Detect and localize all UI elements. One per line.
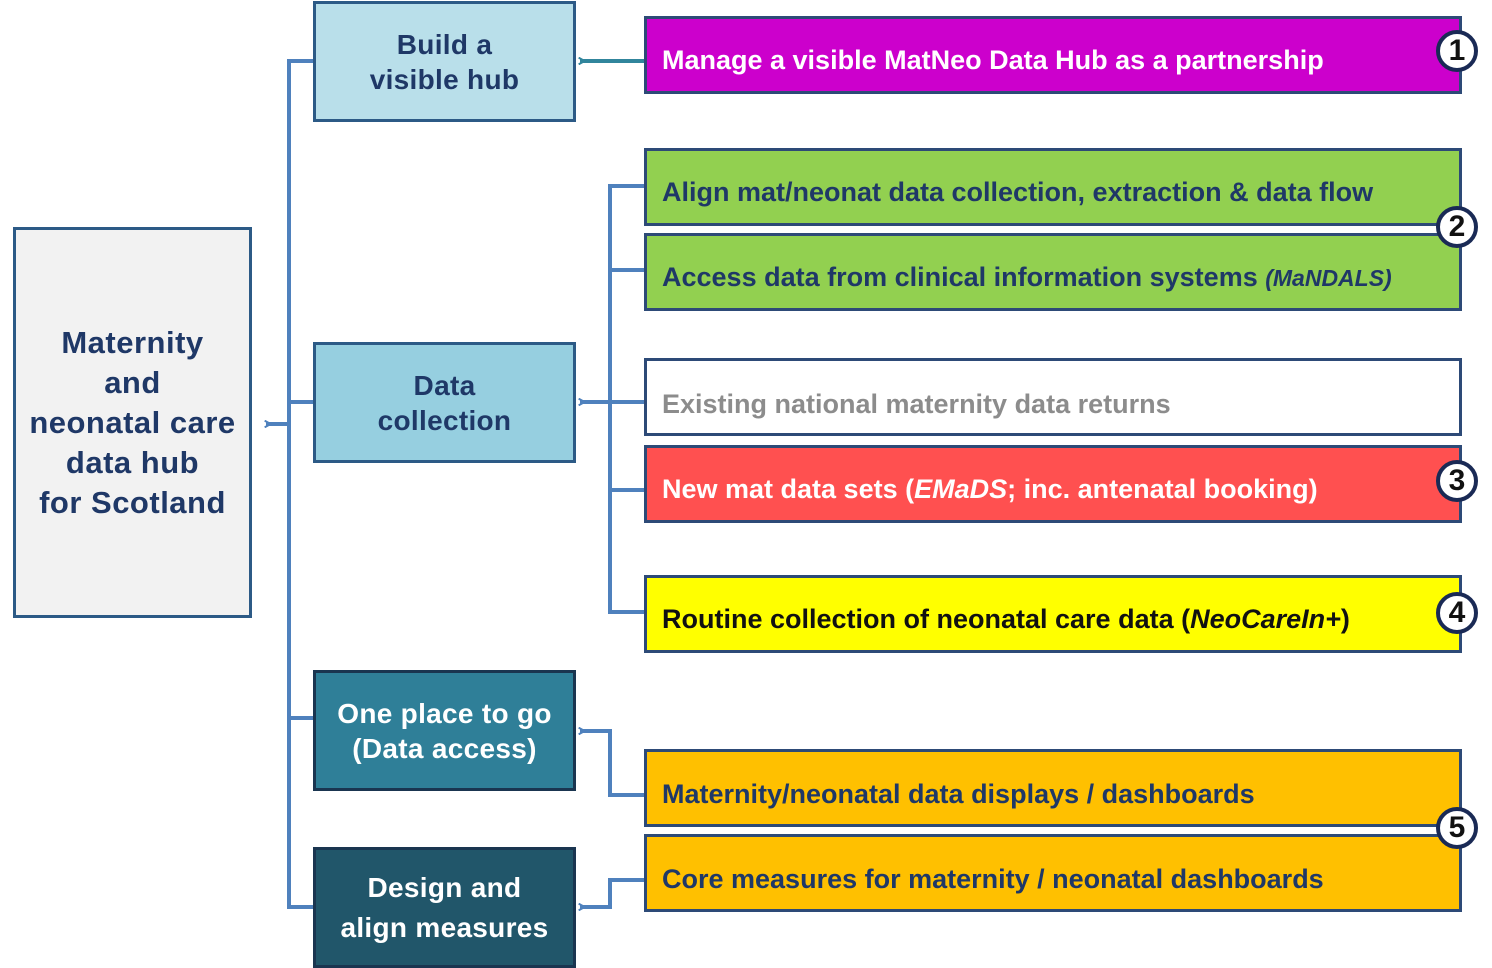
theme-label: One place to go <box>337 697 552 729</box>
theme-label: Data <box>413 369 476 401</box>
badge-5: 5 <box>1436 807 1478 849</box>
workstream-label: Manage a visible MatNeo Data Hub as a pa… <box>662 45 1324 76</box>
theme-design-measures: Design and align measures <box>313 847 576 968</box>
workstream-label-part: Manage a visible MatNeo Data Hub as a pa… <box>662 44 1324 75</box>
badge-3: 3 <box>1436 460 1478 502</box>
arrow-to-access <box>580 731 645 797</box>
workstream-label-part: New mat data sets ( <box>662 473 915 504</box>
theme-label: Design and <box>367 871 522 903</box>
bracket-main <box>287 59 313 909</box>
workstream-label: New mat data sets (EMaDS; inc. antenatal… <box>662 474 1318 505</box>
theme-data-access: One place to go (Data access) <box>313 670 576 791</box>
badge-1: 1 <box>1436 30 1478 72</box>
workstream-label: Access data from clinical information sy… <box>662 262 1392 293</box>
workstream-label-part: ) <box>1340 603 1350 634</box>
theme-data-collection: Data collection <box>313 342 576 463</box>
workstream-label-italic: NeoCareIn+ <box>1190 603 1341 634</box>
theme-label: align measures <box>340 911 549 943</box>
workstream-label-part: Core measures for maternity / neonatal d… <box>662 863 1324 894</box>
badge-2: 2 <box>1436 206 1478 248</box>
workstream-label-part: Maternity/neonatal data displays / dashb… <box>662 778 1255 809</box>
workstream-label: Core measures for maternity / neonatal d… <box>662 864 1324 895</box>
workstream-core: Core measures for maternity / neonatal d… <box>644 834 1462 912</box>
workstream-hub: Manage a visible MatNeo Data Hub as a pa… <box>644 16 1462 94</box>
workstream-existing: Existing national maternity data returns <box>644 358 1462 436</box>
root-line: neonatal care <box>29 404 236 440</box>
theme-label: Build a <box>396 28 493 60</box>
workstream-label-part: ; inc. antenatal booking) <box>1007 473 1318 504</box>
theme-build-hub: Build a visible hub <box>313 1 576 122</box>
root-line: data hub <box>65 444 200 480</box>
workstream-new-mat: New mat data sets (EMaDS; inc. antenatal… <box>644 445 1462 523</box>
arrow-to-measures <box>580 878 645 907</box>
workstream-align: Align mat/neonat data collection, extrac… <box>644 148 1462 226</box>
workstream-neonatal: Routine collection of neonatal care data… <box>644 575 1462 653</box>
workstream-label: Existing national maternity data returns <box>662 389 1171 420</box>
root-box: Maternity and neonatal care data hub for… <box>13 227 252 618</box>
workstream-label-part: Routine collection of neonatal care data… <box>662 603 1191 634</box>
root-line: for Scotland <box>39 484 226 520</box>
root-line: and <box>104 364 161 400</box>
theme-label: visible hub <box>369 63 520 95</box>
workstream-label-part: Existing national maternity data returns <box>662 388 1171 419</box>
workstream-access-data: Access data from clinical information sy… <box>644 233 1462 311</box>
workstream-displays: Maternity/neonatal data displays / dashb… <box>644 749 1462 827</box>
badge-4: 4 <box>1436 592 1478 634</box>
theme-label: (Data access) <box>352 732 537 764</box>
workstream-label-part: Align mat/neonat data collection, extrac… <box>662 176 1374 207</box>
root-line: Maternity <box>61 324 204 360</box>
workstream-label: Routine collection of neonatal care data… <box>662 604 1350 635</box>
workstream-label-part: Access data from clinical information sy… <box>662 261 1266 292</box>
workstream-label: Maternity/neonatal data displays / dashb… <box>662 779 1255 810</box>
workstream-label-italic: (MaNDALS) <box>1265 264 1392 291</box>
bracket-collection <box>608 184 645 614</box>
workstream-label-italic: EMaDS <box>914 473 1008 504</box>
theme-label: collection <box>377 404 512 436</box>
workstream-label: Align mat/neonat data collection, extrac… <box>662 177 1373 208</box>
